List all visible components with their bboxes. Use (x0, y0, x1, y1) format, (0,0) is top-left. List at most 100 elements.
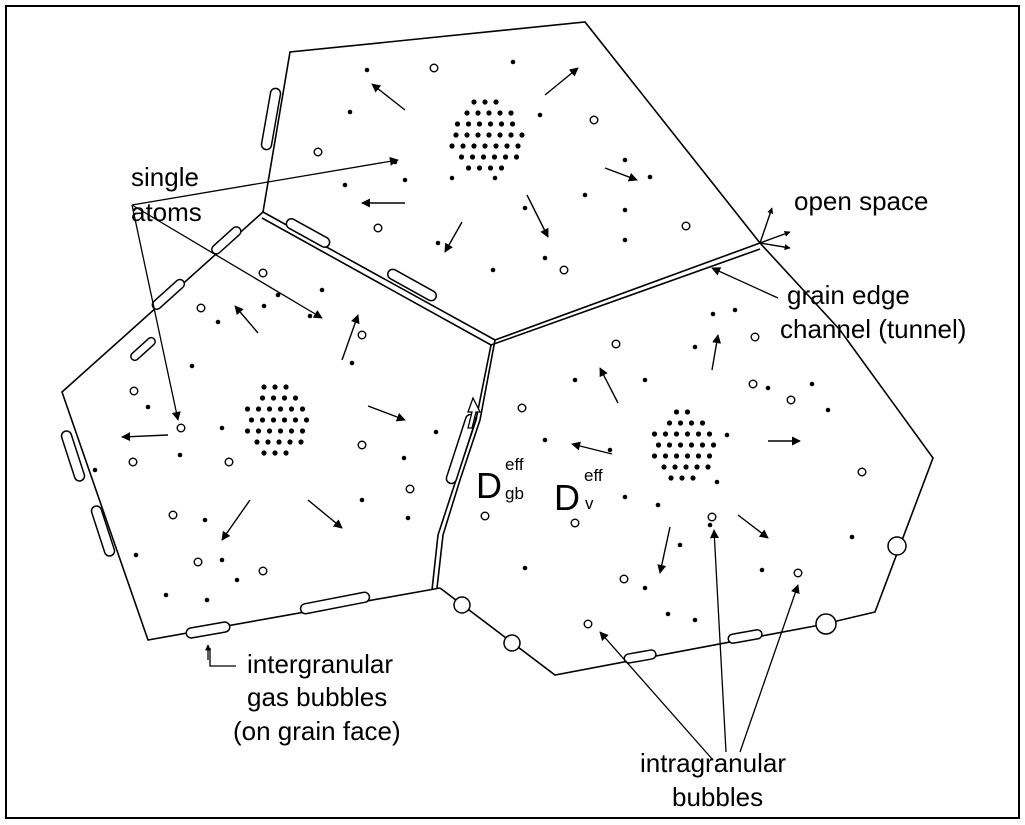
intragranular-bubble (748, 379, 758, 389)
cluster-atom (465, 165, 472, 171)
cluster-atom (684, 409, 691, 415)
cluster-atom (244, 406, 251, 412)
diffusion-arrow (341, 314, 360, 361)
cluster-atom (508, 132, 514, 138)
grain-edge-label-line2: channel (tunnel) (780, 314, 966, 344)
intragranular-bubble (193, 557, 203, 567)
intragranular-bubble (589, 115, 599, 125)
cluster-atom (699, 442, 706, 448)
single-atom (435, 240, 441, 246)
cluster-atom (270, 417, 277, 423)
cluster-atom (498, 121, 505, 127)
diffusion-arrow (599, 367, 619, 404)
d-v-sup: eff (584, 466, 603, 485)
cluster-atom (272, 384, 278, 390)
cluster-atom (502, 154, 509, 160)
single-atom (145, 404, 151, 410)
single-atom (655, 502, 661, 508)
single-atom (572, 377, 578, 383)
single-atom (642, 377, 648, 383)
cluster-atom (255, 406, 262, 412)
diffusion-arrow (657, 526, 671, 574)
single-atom (402, 177, 408, 183)
intragranular-bubble (570, 518, 580, 528)
diffusion-arrow (571, 441, 613, 455)
single-atom (510, 59, 516, 65)
cluster-atom (288, 428, 295, 434)
single-atom (849, 534, 855, 540)
cluster-atom (270, 395, 277, 401)
cluster-atom (469, 154, 476, 160)
right-grain-outline (439, 242, 934, 676)
intragranular-bubble (373, 223, 383, 233)
single-atom (319, 287, 325, 293)
diffusion-arrow (367, 405, 406, 422)
intragranular-bubble (168, 510, 178, 520)
cluster-atom (475, 110, 481, 116)
single-atom (261, 303, 267, 309)
cluster-atom (706, 431, 713, 437)
single-atom (401, 455, 407, 461)
cluster-atom (259, 417, 266, 423)
cluster-atom (265, 439, 271, 445)
diffusion-arrow (526, 194, 549, 238)
single-atoms-label-line2: atoms (131, 197, 202, 227)
diffusion-arrow (604, 167, 638, 182)
cluster-atom (281, 395, 288, 401)
cluster-atom (651, 431, 658, 437)
cluster-atom (651, 453, 658, 459)
intragranular-bubble (480, 511, 490, 521)
atom-clusters (244, 99, 717, 481)
single-atom (234, 577, 240, 583)
cluster-atom (684, 431, 691, 437)
cluster-atom (299, 428, 306, 434)
intergranular-label-line2: gas bubbles (247, 682, 387, 712)
cluster-atom (662, 453, 669, 459)
single-atom (133, 552, 139, 558)
single-atom (275, 292, 281, 298)
intragranular-bubble (707, 512, 717, 522)
intergranular-label-line1: intergranular (247, 649, 393, 679)
cluster-atom (666, 442, 673, 448)
cluster-atom (460, 143, 466, 149)
cluster-atom (706, 453, 713, 459)
intragranular-bubble (611, 339, 621, 349)
diffusion-arrow (371, 83, 406, 111)
single-atom (622, 157, 628, 163)
single-atom (622, 237, 628, 243)
intragranular-bubble (619, 574, 629, 584)
single-atom (692, 344, 698, 350)
single-atom (622, 494, 628, 500)
cluster-atom (259, 395, 266, 401)
cluster-atom (471, 99, 477, 105)
cluster-atom (487, 165, 494, 171)
single-atom (189, 363, 195, 369)
top-grain-outline (262, 21, 761, 244)
intragranular-bubble (357, 440, 367, 450)
cluster-atom (486, 110, 492, 116)
single-atom (492, 175, 498, 181)
cluster-atom (661, 464, 667, 470)
single-atom (490, 267, 496, 273)
cluster-atom (673, 431, 680, 437)
single-atom (542, 437, 548, 443)
single-atom (177, 452, 183, 458)
cluster-atom (464, 132, 470, 138)
cluster-atom (655, 442, 662, 448)
cluster-atom (513, 154, 520, 160)
intragranular-bubble (405, 484, 415, 494)
figure-frame (5, 5, 1020, 819)
cluster-atom (677, 420, 684, 426)
grain-boundaries (61, 21, 934, 676)
intragranular-bubbles (128, 63, 867, 629)
single-atom (522, 565, 528, 571)
intragranular-bubble (176, 423, 186, 433)
single-atom (364, 67, 370, 73)
single-atom (759, 567, 765, 573)
cluster-atom (292, 417, 299, 423)
intragranular-bubble (196, 303, 206, 313)
grain-edge-channel-center (436, 339, 496, 589)
cluster-atom (453, 132, 459, 138)
cluster-atom (672, 464, 678, 470)
cluster-atom (449, 143, 455, 149)
